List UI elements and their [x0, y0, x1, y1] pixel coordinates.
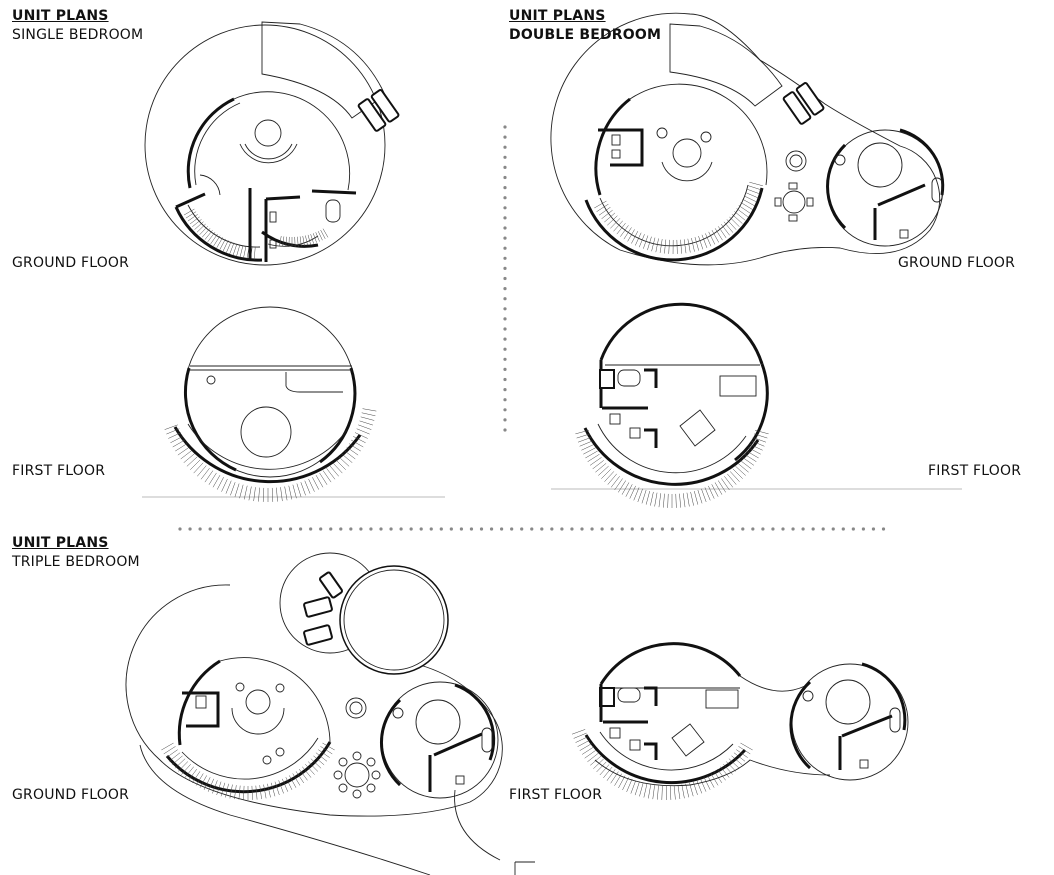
triple-first-floor-plan [571, 642, 909, 801]
double-first-floor-plan [575, 302, 769, 508]
single-first-floor-plan [164, 306, 377, 502]
double-heading: UNIT PLANS [509, 8, 606, 24]
single-subtitle: SINGLE BEDROOM [12, 27, 144, 43]
single-ground-floor-plan [144, 21, 400, 266]
double-first-label: FIRST FLOOR [928, 463, 1022, 479]
single-first-label: FIRST FLOOR [12, 463, 106, 479]
vertical-dot-separator [503, 125, 507, 432]
triple-first-label: FIRST FLOOR [509, 787, 603, 803]
horizontal-dot-separator [178, 527, 886, 531]
triple-subtitle: TRIPLE BEDROOM [12, 554, 140, 570]
triple-ground-label: GROUND FLOOR [12, 787, 130, 803]
triple-ground-floor-plan [125, 552, 535, 875]
single-ground-label: GROUND FLOOR [12, 255, 130, 271]
separators [142, 125, 962, 531]
double-subtitle: DOUBLE BEDROOM [509, 27, 662, 43]
double-ground-label: GROUND FLOOR [898, 255, 1016, 271]
double-ground-floor-plan [550, 12, 945, 266]
single-heading: UNIT PLANS [12, 8, 109, 24]
triple-heading: UNIT PLANS [12, 535, 109, 551]
